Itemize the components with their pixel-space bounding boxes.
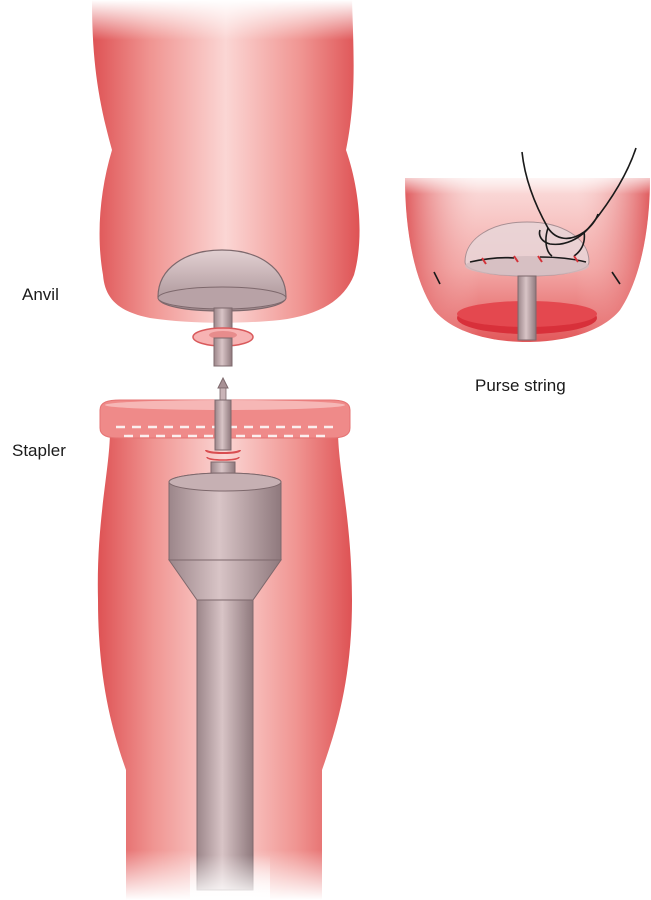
purse-string-label: Purse string [475, 376, 566, 396]
stapler-label: Stapler [12, 441, 66, 461]
anvil-label: Anvil [22, 285, 59, 305]
